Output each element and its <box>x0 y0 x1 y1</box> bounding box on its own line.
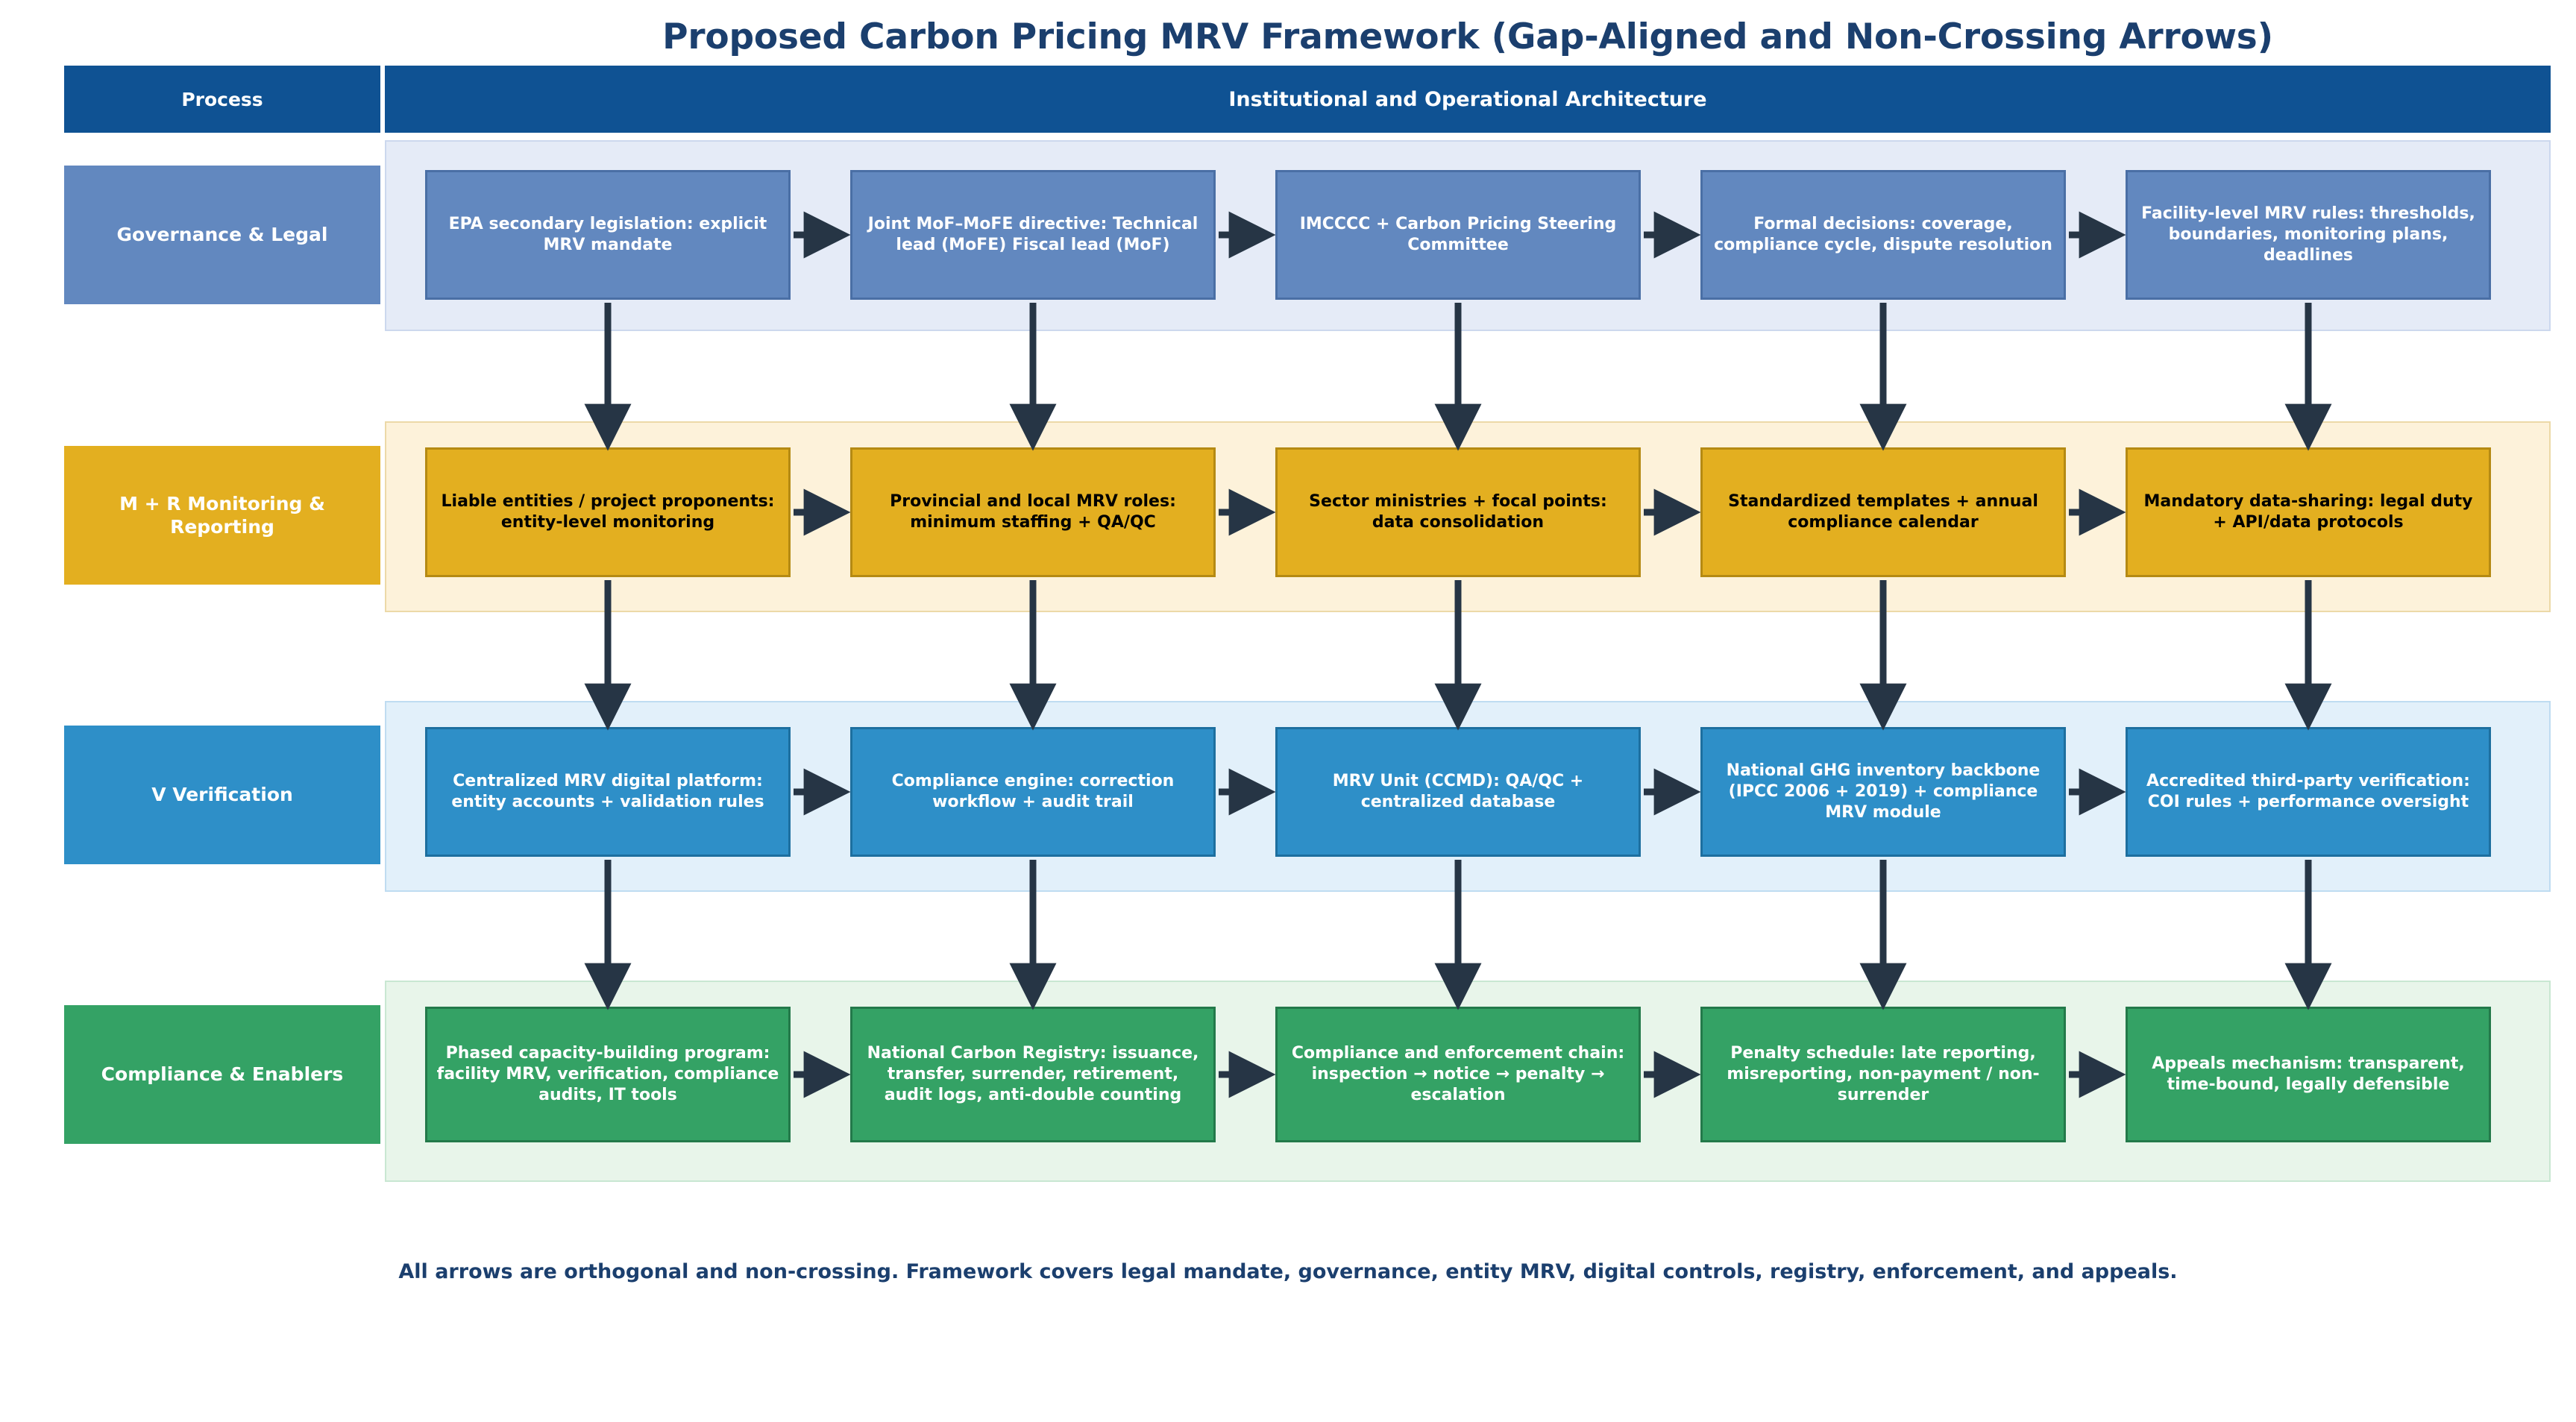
node-label: Facility-level MRV rules: thresholds, bo… <box>2141 204 2475 265</box>
header-architecture-cell: Institutional and Operational Architectu… <box>385 66 2551 133</box>
node-label: MRV Unit (CCMD): QA/QC + centralized dat… <box>1332 771 1584 811</box>
page-title: Proposed Carbon Pricing MRV Framework (G… <box>662 16 2273 57</box>
node-compliance-4[interactable]: Penalty schedule: late reporting, misrep… <box>1700 1007 2066 1142</box>
node-label: Joint MoF–MoFE directive: Technical lead… <box>867 214 1199 254</box>
node-compliance-2[interactable]: National Carbon Registry: issuance, tran… <box>850 1007 1216 1142</box>
node-label: Liable entities / project proponents: en… <box>441 491 775 532</box>
node-label: Standardized templates + annual complian… <box>1728 491 2038 532</box>
node-monitoring-1[interactable]: Liable entities / project proponents: en… <box>425 447 791 577</box>
lane-label-text: M + R Monitoring & Reporting <box>119 492 325 538</box>
node-monitoring-4[interactable]: Standardized templates + annual complian… <box>1700 447 2066 577</box>
node-label: Phased capacity-building program: facili… <box>436 1043 779 1105</box>
lane-label-text: V Verification <box>151 784 293 806</box>
header-architecture-label: Institutional and Operational Architectu… <box>1228 87 1707 111</box>
node-governance-5[interactable]: Facility-level MRV rules: thresholds, bo… <box>2126 170 2491 300</box>
node-verification-5[interactable]: Accredited third-party verification: COI… <box>2126 727 2491 857</box>
node-label: IMCCCC + Carbon Pricing Steering Committ… <box>1299 214 1617 254</box>
node-verification-1[interactable]: Centralized MRV digital platform: entity… <box>425 727 791 857</box>
node-compliance-5[interactable]: Appeals mechanism: transparent, time-bou… <box>2126 1007 2491 1142</box>
node-monitoring-5[interactable]: Mandatory data-sharing: legal duty + API… <box>2126 447 2491 577</box>
node-verification-4[interactable]: National GHG inventory backbone (IPCC 20… <box>1700 727 2066 857</box>
node-compliance-3[interactable]: Compliance and enforcement chain: inspec… <box>1275 1007 1641 1142</box>
node-governance-3[interactable]: IMCCCC + Carbon Pricing Steering Committ… <box>1275 170 1641 300</box>
node-label: Centralized MRV digital platform: entity… <box>451 771 764 811</box>
node-monitoring-2[interactable]: Provincial and local MRV roles: minimum … <box>850 447 1216 577</box>
node-label: Accredited third-party verification: COI… <box>2146 771 2470 811</box>
node-monitoring-3[interactable]: Sector ministries + focal points: data c… <box>1275 447 1641 577</box>
node-governance-2[interactable]: Joint MoF–MoFE directive: Technical lead… <box>850 170 1216 300</box>
node-verification-3[interactable]: MRV Unit (CCMD): QA/QC + centralized dat… <box>1275 727 1641 857</box>
lane-label-compliance-enablers[interactable]: Compliance & Enablers <box>64 1005 380 1144</box>
lane-label-v-verification[interactable]: V Verification <box>64 726 380 864</box>
node-label: National Carbon Registry: issuance, tran… <box>867 1043 1199 1105</box>
node-label: National GHG inventory backbone (IPCC 20… <box>1726 761 2041 822</box>
node-label: Sector ministries + focal points: data c… <box>1309 491 1607 532</box>
lane-label-text: Governance & Legal <box>116 224 328 246</box>
footer-caption: All arrows are orthogonal and non-crossi… <box>398 1260 2178 1283</box>
node-verification-2[interactable]: Compliance engine: correction workflow +… <box>850 727 1216 857</box>
node-label: Mandatory data-sharing: legal duty + API… <box>2143 491 2473 532</box>
node-governance-1[interactable]: EPA secondary legislation: explicit MRV … <box>425 170 791 300</box>
header-process-label: Process <box>181 88 263 110</box>
node-compliance-1[interactable]: Phased capacity-building program: facili… <box>425 1007 791 1142</box>
node-label: Formal decisions: coverage, compliance c… <box>1714 214 2052 254</box>
header-process-cell: Process <box>64 66 380 133</box>
lane-label-text: Compliance & Enablers <box>101 1063 344 1086</box>
node-label: EPA secondary legislation: explicit MRV … <box>448 214 767 254</box>
node-label: Provincial and local MRV roles: minimum … <box>890 491 1176 532</box>
node-label: Compliance and enforcement chain: inspec… <box>1291 1043 1625 1105</box>
node-label: Appeals mechanism: transparent, time-bou… <box>2152 1054 2465 1094</box>
node-label: Penalty schedule: late reporting, misrep… <box>1727 1043 2040 1105</box>
lane-label-m-r-monitoring-reporting[interactable]: M + R Monitoring & Reporting <box>64 446 380 585</box>
node-governance-4[interactable]: Formal decisions: coverage, compliance c… <box>1700 170 2066 300</box>
lane-label-governance-legal[interactable]: Governance & Legal <box>64 166 380 304</box>
node-label: Compliance engine: correction workflow +… <box>891 771 1175 811</box>
